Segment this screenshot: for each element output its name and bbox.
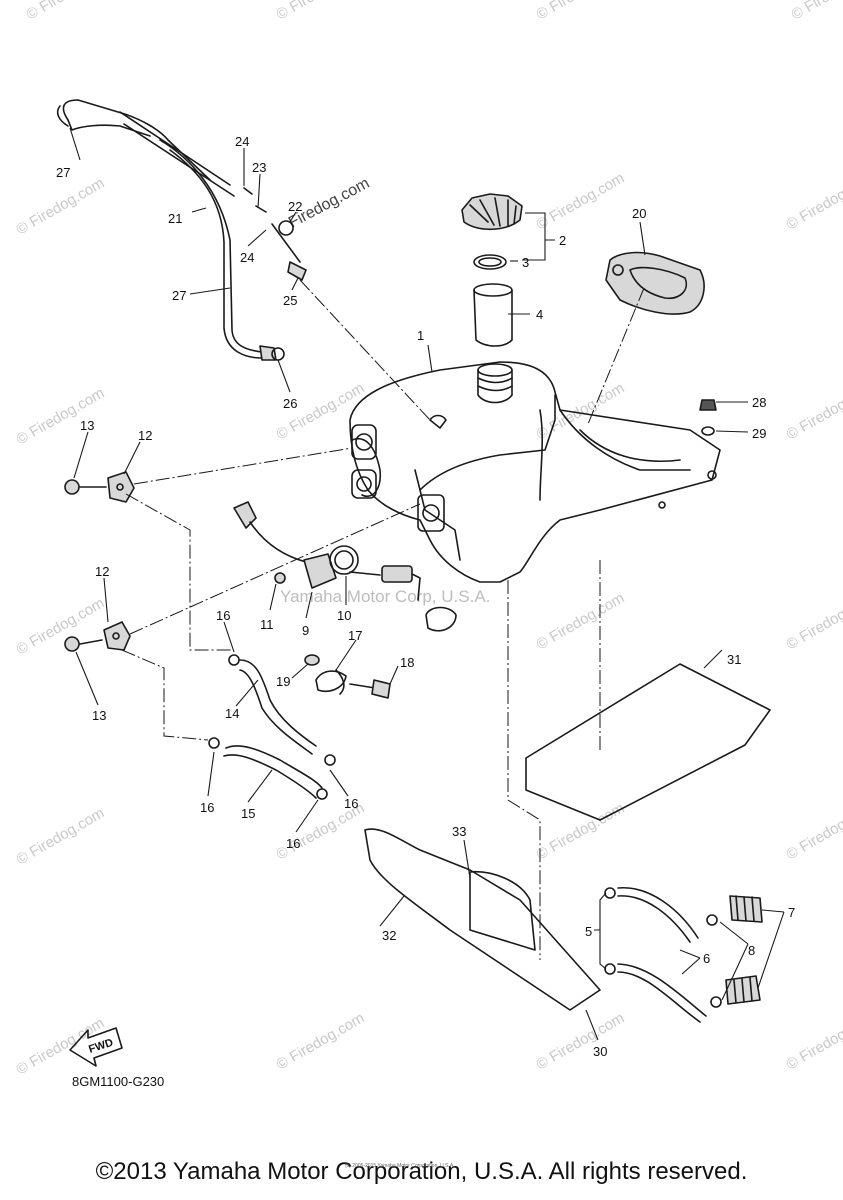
- callout-17: 17: [348, 628, 362, 643]
- callout-labels: 1 2 3 4 5 6 7 8 9 10 11 12 12 13 13 14 1…: [56, 134, 795, 1059]
- callout-9: 9: [302, 623, 309, 638]
- callout-27a: 27: [56, 165, 70, 180]
- watermark: © Firedog.com: [784, 379, 843, 443]
- watermark: © Firedog.com: [274, 1009, 368, 1073]
- breather-hose-assembly: [56, 99, 307, 361]
- watermark: © Firedog.com: [14, 174, 108, 238]
- callout-19: 19: [276, 674, 290, 689]
- watermark: © Firedog.com: [14, 384, 108, 448]
- callout-16c: 16: [344, 796, 358, 811]
- filler-cap-assembly: [461, 193, 523, 347]
- fwd-label: FWD: [87, 1037, 115, 1056]
- watermark: © Firedog.com: [784, 589, 843, 653]
- callout-28: 28: [752, 395, 766, 410]
- center-watermark: Yamaha Motor Corp, U.S.A.: [280, 587, 490, 606]
- callout-29: 29: [752, 426, 766, 441]
- watermark: © Firedog.com: [14, 804, 108, 868]
- fuel-hoses: [208, 654, 336, 800]
- callout-31: 31: [727, 652, 741, 667]
- callout-2: 2: [559, 233, 566, 248]
- callout-4: 4: [536, 307, 543, 322]
- watermark: © Firedog.com: [534, 0, 628, 23]
- assembly-lines: [121, 279, 645, 960]
- callout-33: 33: [452, 824, 466, 839]
- callout-3: 3: [522, 255, 529, 270]
- callout-15: 15: [241, 806, 255, 821]
- watermark: © Firedog.com: [534, 799, 628, 863]
- callout-30: 30: [593, 1044, 607, 1059]
- callout-10: 10: [337, 608, 351, 623]
- callout-18: 18: [400, 655, 414, 670]
- callout-20: 20: [632, 206, 646, 221]
- callout-22: 22: [288, 199, 302, 214]
- fuel-tank: [349, 361, 721, 583]
- callout-13a: 13: [80, 418, 94, 433]
- copyright-notice: ©2013 Yamaha Motor Corporation, U.S.A. A…: [95, 1158, 748, 1185]
- callout-1: 1: [417, 328, 424, 343]
- callout-21: 21: [168, 211, 182, 226]
- callout-23: 23: [252, 160, 266, 175]
- callout-7: 7: [788, 905, 795, 920]
- callout-24a: 24: [235, 134, 249, 149]
- fuel-cock-upper: [64, 471, 135, 503]
- watermark: © Firedog.com: [784, 169, 843, 233]
- callout-16b: 16: [200, 800, 214, 815]
- callout-11: 11: [260, 617, 274, 632]
- watermark-layer: © Firedog.com © Firedog.com © Firedog.co…: [14, 0, 843, 1078]
- diagram-code: 8GM1100-G230: [72, 1074, 164, 1089]
- callout-12a: 12: [138, 428, 152, 443]
- clip-bolt-collar: [304, 654, 391, 699]
- watermark: © Firedog.com: [274, 0, 368, 23]
- fuel-pump-assembly: [233, 501, 457, 632]
- watermark: © Firedog.com: [14, 594, 108, 658]
- cover-plates: [364, 663, 771, 1011]
- callout-16d: 16: [286, 836, 300, 851]
- callout-5: 5: [585, 924, 592, 939]
- callout-13b: 13: [92, 708, 106, 723]
- watermark: © Firedog.com: [784, 799, 843, 863]
- hose-kit: [604, 887, 763, 1023]
- callout-8: 8: [748, 943, 755, 958]
- bolt-washer-28-29: [699, 399, 717, 436]
- leader-lines: [69, 127, 785, 1041]
- callout-27b: 27: [172, 288, 186, 303]
- callout-26: 26: [283, 396, 297, 411]
- watermark: © Firedog.com: [784, 1009, 843, 1073]
- callout-16a: 16: [216, 608, 230, 623]
- callout-32: 32: [382, 928, 396, 943]
- callout-6: 6: [703, 951, 710, 966]
- watermark: © Firedog.com: [534, 1009, 628, 1073]
- watermark: © Firedog.com: [789, 0, 843, 23]
- watermark: © Firedog.com: [534, 589, 628, 653]
- watermark: © Firedog.com: [534, 169, 628, 233]
- callout-25: 25: [283, 293, 297, 308]
- watermark: © Firedog.com: [24, 0, 118, 23]
- callout-12b: 12: [95, 564, 109, 579]
- callout-14: 14: [225, 706, 239, 721]
- small-credit: (c) 2005-2015 Yamaha Motor Corporation, …: [345, 1163, 455, 1169]
- fuel-cock-lower: [64, 621, 131, 652]
- bracket-20: [605, 251, 705, 315]
- callout-24b: 24: [240, 250, 254, 265]
